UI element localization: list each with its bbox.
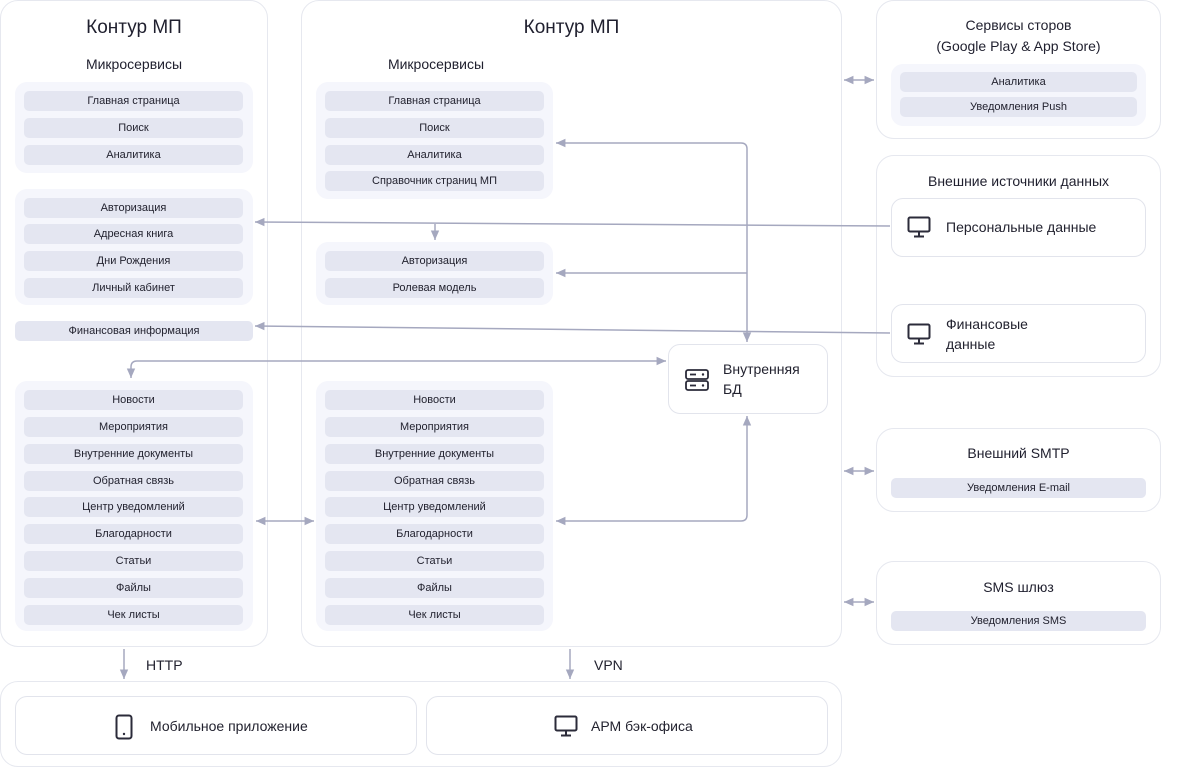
personal-data-label: Персональные данные xyxy=(946,219,1097,235)
vpn-label: VPN xyxy=(594,657,623,673)
left-pill-checklists: Чек листы xyxy=(24,605,243,625)
center-pill-pages-directory: Справочник страниц МП xyxy=(325,171,544,191)
center-panel-subtitle: Микросервисы xyxy=(387,56,485,72)
center-pill-home: Главная страница xyxy=(325,91,544,111)
center-pill-checklists: Чек листы xyxy=(325,605,544,625)
mobile-app-label: Мобильное приложение xyxy=(150,718,308,734)
left-pill-internal-docs: Внутренние документы xyxy=(24,444,243,464)
store-pill-push: Уведомления Push xyxy=(900,97,1137,117)
left-pill-address-book: Адресная книга xyxy=(24,224,243,244)
internal-db-node[interactable]: Внутренняя БД xyxy=(668,344,828,414)
left-pill-home: Главная страница xyxy=(24,91,243,111)
center-panel-title: Контур МП xyxy=(523,17,620,38)
phone-icon xyxy=(115,714,133,740)
left-pill-news: Новости xyxy=(24,390,243,410)
left-pill-profile: Личный кабинет xyxy=(24,278,243,298)
backoffice-label: АРМ бэк-офиса xyxy=(591,718,693,734)
external-sources-title: Внешние источники данных xyxy=(927,173,1110,189)
left-pill-files: Файлы xyxy=(24,578,243,598)
smtp-panel: Внешний SMTP xyxy=(876,428,1161,512)
financial-data-label: Финансовые данные xyxy=(946,316,1028,352)
database-icon xyxy=(685,369,709,391)
store-services-title-2: (Google Play & App Store) xyxy=(936,38,1101,54)
center-pill-events: Мероприятия xyxy=(325,417,544,437)
store-pill-analytics: Аналитика xyxy=(900,72,1137,92)
internal-db-label: Внутренняя БД xyxy=(723,361,800,397)
center-pill-role-model: Ролевая модель xyxy=(325,278,544,298)
center-pill-search: Поиск xyxy=(325,118,544,138)
center-pill-analytics: Аналитика xyxy=(325,145,544,165)
left-pill-thanks: Благодарности xyxy=(24,524,243,544)
left-pill-feedback: Обратная связь xyxy=(24,471,243,491)
left-pill-events: Мероприятия xyxy=(24,417,243,437)
monitor-icon xyxy=(907,216,931,238)
left-pill-finance: Финансовая информация xyxy=(15,321,253,341)
smtp-title: Внешний SMTP xyxy=(967,445,1070,461)
left-panel-title: Контур МП xyxy=(86,17,182,38)
mobile-app-node[interactable]: Мобильное приложение xyxy=(15,696,417,755)
sms-panel: SMS шлюз xyxy=(876,561,1161,645)
center-pill-internal-docs: Внутренние документы xyxy=(325,444,544,464)
sms-title: SMS шлюз xyxy=(983,579,1054,595)
center-pill-files: Файлы xyxy=(325,578,544,598)
left-panel-subtitle: Микросервисы xyxy=(85,56,183,72)
left-pill-analytics: Аналитика xyxy=(24,145,243,165)
center-pill-news: Новости xyxy=(325,390,544,410)
left-pill-birthdays: Дни Рождения xyxy=(24,251,243,271)
left-pill-search: Поиск xyxy=(24,118,243,138)
center-pill-feedback: Обратная связь xyxy=(325,471,544,491)
monitor-icon xyxy=(907,323,931,345)
left-pill-notification-center: Центр уведомлений xyxy=(24,497,243,517)
left-pill-articles: Статьи xyxy=(24,551,243,571)
personal-data-node[interactable]: Персональные данные xyxy=(891,198,1146,257)
http-label: HTTP xyxy=(146,657,183,673)
center-pill-notification-center: Центр уведомлений xyxy=(325,497,544,517)
smtp-pill-email: Уведомления E-mail xyxy=(891,478,1146,498)
center-pill-articles: Статьи xyxy=(325,551,544,571)
store-services-title-1: Сервисы сторов xyxy=(965,17,1072,33)
left-pill-authorization: Авторизация xyxy=(24,198,243,218)
center-pill-thanks: Благодарности xyxy=(325,524,544,544)
center-pill-authorization: Авторизация xyxy=(325,251,544,271)
monitor-icon xyxy=(554,715,578,737)
backoffice-node[interactable]: АРМ бэк-офиса xyxy=(426,696,828,755)
sms-pill: Уведомления SMS xyxy=(891,611,1146,631)
financial-data-node[interactable]: Финансовые данные xyxy=(891,304,1146,363)
